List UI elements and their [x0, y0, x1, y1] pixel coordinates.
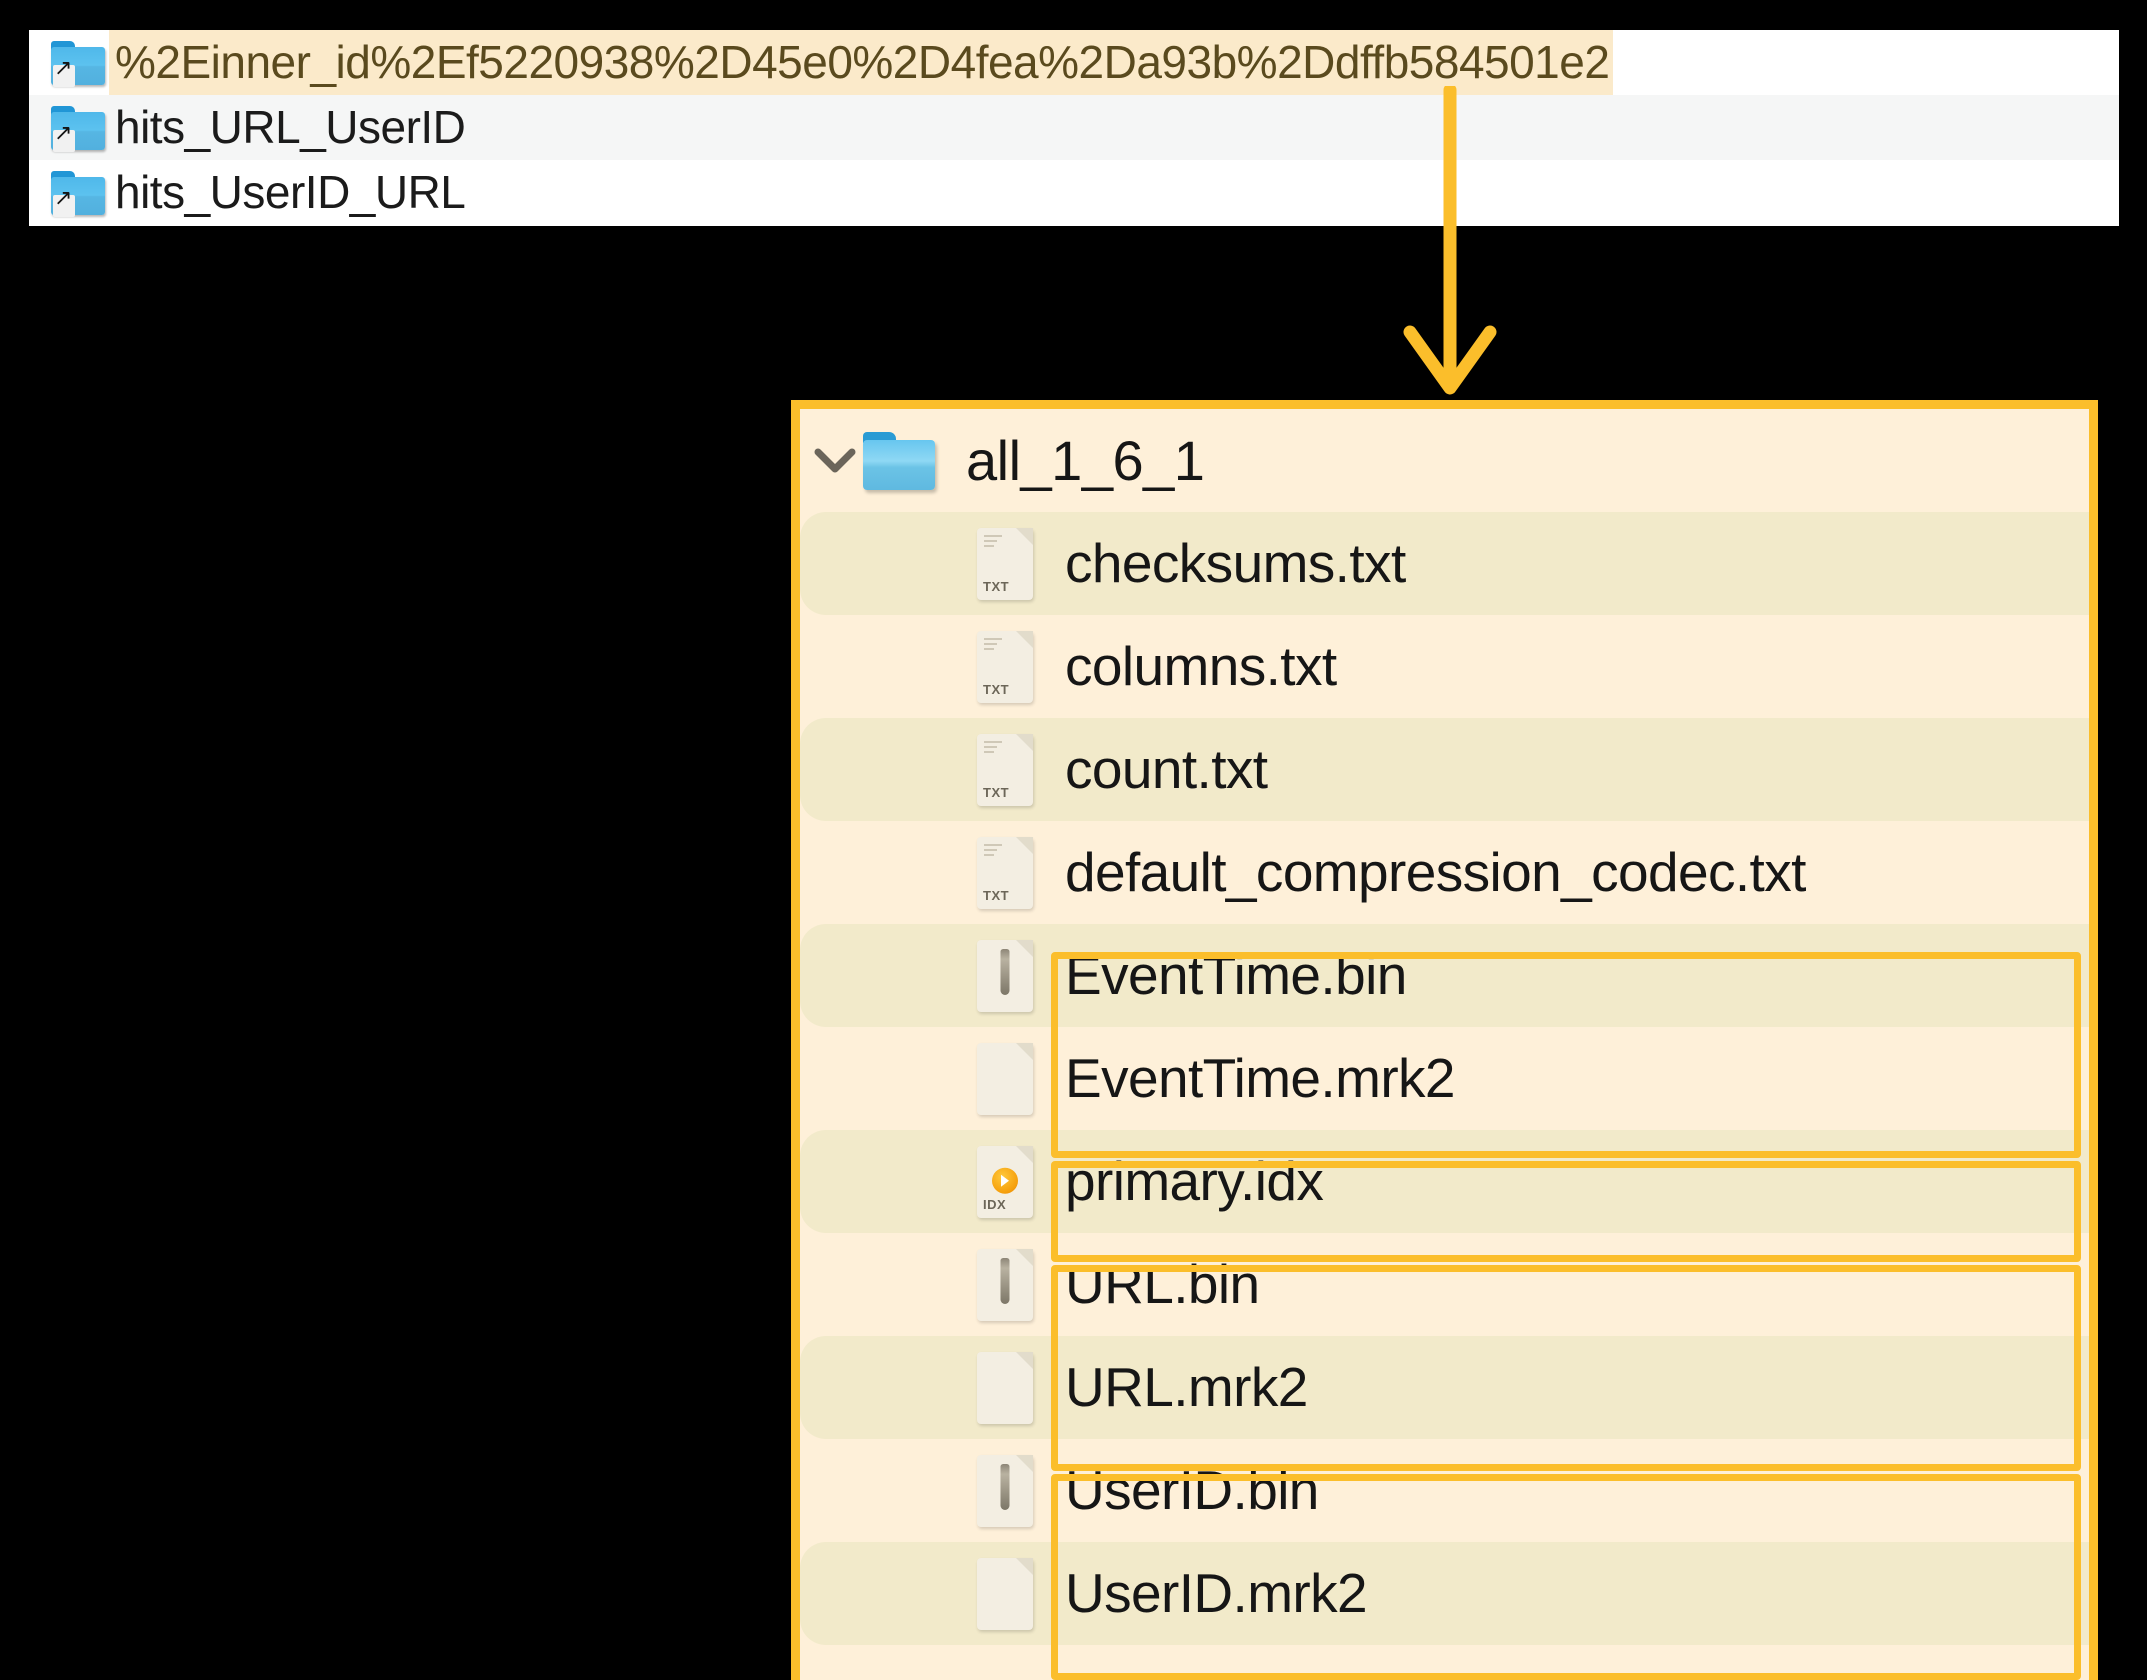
tree-file-row[interactable]: TXT columns.txt — [800, 615, 2089, 718]
txt-file-icon: TXT — [963, 733, 1047, 806]
tree-file-row[interactable]: TXT count.txt — [800, 718, 2089, 821]
blank-file-icon — [963, 1557, 1047, 1630]
list-item[interactable]: hits_URL_UserID — [29, 95, 2119, 160]
file-name-label: UserID.mrk2 — [1065, 1562, 1368, 1624]
blank-file-icon — [963, 1351, 1047, 1424]
tree-file-row[interactable]: UserID.bin — [800, 1439, 2089, 1542]
folder-icon — [860, 431, 938, 490]
folder-symlink-icon — [47, 160, 109, 225]
symlink-name-label: hits_UserID_URL — [115, 166, 466, 218]
symlink-list-panel: %2Einner_id%2Ef5220938%2D45e0%2D4fea%2Da… — [29, 30, 2119, 226]
folder-symlink-icon — [47, 30, 109, 95]
tree-root-label: all_1_6_1 — [966, 429, 1205, 492]
file-name-label: columns.txt — [1065, 635, 1337, 697]
file-name-label: EventTime.bin — [1065, 944, 1407, 1006]
tree-root-row[interactable]: all_1_6_1 — [800, 409, 2089, 512]
symlink-name-label: %2Einner_id%2Ef5220938%2D45e0%2D4fea%2Da… — [109, 30, 1614, 95]
part-directory-panel: all_1_6_1 TXT checksums.txt TXT columns.… — [791, 400, 2098, 1680]
file-name-label: UserID.bin — [1065, 1459, 1319, 1521]
txt-file-icon: TXT — [963, 527, 1047, 600]
folder-symlink-icon — [47, 95, 109, 160]
tree-file-row[interactable]: EventTime.mrk2 — [800, 1027, 2089, 1130]
file-name-label: default_compression_codec.txt — [1065, 841, 1806, 903]
symlink-name-label: hits_URL_UserID — [115, 101, 466, 153]
chevron-down-icon[interactable] — [810, 446, 860, 476]
tree-file-row[interactable]: URL.mrk2 — [800, 1336, 2089, 1439]
tree-file-row[interactable]: TXT default_compression_codec.txt — [800, 821, 2089, 924]
tree-file-row[interactable]: TXT checksums.txt — [800, 512, 2089, 615]
list-item[interactable]: hits_UserID_URL — [29, 160, 2119, 225]
binary-file-icon — [963, 1248, 1047, 1321]
tree-file-row[interactable]: IDX primary.idx — [800, 1130, 2089, 1233]
txt-file-icon: TXT — [963, 836, 1047, 909]
blank-file-icon — [963, 1042, 1047, 1115]
tree-file-row[interactable]: EventTime.bin — [800, 924, 2089, 1027]
list-item[interactable]: %2Einner_id%2Ef5220938%2D45e0%2D4fea%2Da… — [29, 30, 2119, 95]
file-name-label: checksums.txt — [1065, 532, 1406, 594]
file-name-label: EventTime.mrk2 — [1065, 1047, 1456, 1109]
tree-file-row[interactable]: URL.bin — [800, 1233, 2089, 1336]
binary-file-icon — [963, 1454, 1047, 1527]
idx-file-icon: IDX — [963, 1145, 1047, 1218]
binary-file-icon — [963, 939, 1047, 1012]
file-name-label: count.txt — [1065, 738, 1268, 800]
tree-file-row[interactable]: UserID.mrk2 — [800, 1542, 2089, 1645]
file-name-label: URL.mrk2 — [1065, 1356, 1308, 1418]
txt-file-icon: TXT — [963, 630, 1047, 703]
file-name-label: primary.idx — [1065, 1150, 1324, 1212]
file-name-label: URL.bin — [1065, 1253, 1260, 1315]
